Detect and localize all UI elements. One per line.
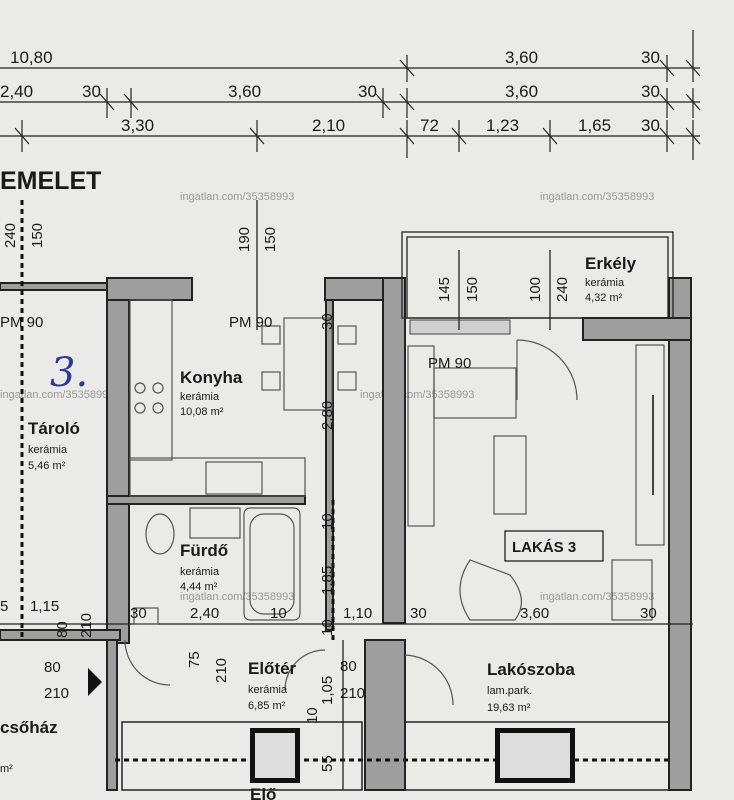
dim-vertical: 240 [2,223,19,248]
reference-lines [0,200,693,790]
dim-door: 75 [186,651,203,668]
dim-vertical: 1,05 [319,676,336,705]
dim-row2-b: 30 [82,82,101,101]
room-area-stairwell: m² [0,763,13,775]
dim-vertical: 2,80 [319,401,336,430]
dim-vertical: 30 [319,313,336,330]
unit-label: LAKÁS 3 [512,539,576,556]
room-material-kitchen: kerámia [180,391,220,403]
dim-row2-c: 3,60 [228,82,261,101]
handwritten-note: 3. [50,350,88,396]
watermark: ingatlan.com/35358993 [180,591,294,603]
dim-inner: 30 [410,605,427,622]
stair-shaft [121,721,670,791]
dim-row2-d: 30 [358,82,377,101]
room-name-kitchen: Konyha [180,368,243,387]
room-name-bathroom: Fürdő [180,541,228,560]
dim-row2-f: 30 [641,82,660,101]
room-name-storage: Tároló [28,419,80,438]
room-area-hallway: 6,85 m² [248,700,286,712]
dim-inner: 30 [640,605,657,622]
dim-vertical: 10 [319,619,336,636]
dim-vertical: 150 [262,227,279,252]
watermark: ingatlan.com/35358993 [540,191,654,203]
dim-row1-b: 30 [641,48,660,67]
dim-row3-e: 1,65 [578,116,611,135]
dim-vertical: 1,85 [319,566,336,595]
dim-row1-total: 10,80 [10,48,53,67]
dim-row2-e: 3,60 [505,82,538,101]
room-material-storage: kerámia [28,444,68,456]
dim-vertical: 10 [319,513,336,530]
dim-vertical: 55 [319,755,336,772]
watermark: ingatlan.com/35358993 [0,389,114,401]
unit-label-box [504,530,604,562]
dim-vertical: 145 [436,277,453,302]
room-area-bathroom: 4,44 m² [180,581,218,593]
balcony-door [409,319,511,335]
dim-row3-d: 1,23 [486,116,519,135]
dim-vertical: 10 [304,707,321,724]
dim-door: 210 [44,685,69,702]
room-material-living: lam.park. [487,685,532,697]
watermark: ingatlan.com/35358993 [180,191,294,203]
room-area-living: 19,63 m² [487,702,531,714]
dim-inner: 2,40 [190,605,219,622]
room-name-living: Lakószoba [487,660,575,679]
dim-inner: 3,60 [520,605,549,622]
room-area-kitchen: 10,08 m² [180,406,224,418]
dim-inner: 1,10 [343,605,372,622]
room-material-balcony: kerámia [585,277,625,289]
room-area-storage: 5,46 m² [28,460,66,472]
balcony-inner [406,236,669,319]
dim-vertical: 150 [29,223,46,248]
dim-vertical: 150 [464,277,481,302]
doors [88,639,454,706]
dimension-lines [0,30,701,160]
watermark: ingatlan.com/35358993 [360,389,474,401]
dim-row2-a: 2,40 [0,82,33,101]
pm-label: PM 90 [229,314,272,331]
floor-title: EMELET [0,167,101,195]
bathroom-furniture [133,507,301,625]
dim-inner: 30 [130,605,147,622]
dim-door: 210 [340,685,365,702]
room-name-hallway: Előtér [248,659,297,678]
room-material-hallway: kerámia [248,684,288,696]
dim-row3-f: 30 [641,116,660,135]
dim-inner: 5 [0,598,8,615]
dim-vertical: 100 [527,277,544,302]
dim-row3-a: 3,30 [121,116,154,135]
dim-inner: 80 [54,621,71,638]
dim-door: 80 [340,658,357,675]
room-name-balcony: Erkély [585,254,637,273]
watermark: ingatlan.com/35358993 [540,591,654,603]
dim-row3-b: 2,10 [312,116,345,135]
dim-inner: 1,15 [30,598,59,615]
dim-door: 80 [44,659,61,676]
dim-vertical: 240 [554,277,571,302]
dim-row1-a: 3,60 [505,48,538,67]
pm-label: PM 90 [428,355,471,372]
room-name-stairwell: csőház [0,718,58,737]
dim-vertical: 190 [236,227,253,252]
living-room-furniture [407,339,665,621]
dim-door: 210 [213,658,230,683]
room-material-bathroom: kerámia [180,566,220,578]
dim-inner: 10 [270,605,287,622]
dim-row3-c: 72 [420,116,439,135]
walls [0,277,692,791]
pm-label: PM 90 [0,314,43,331]
room-area-balcony: 4,32 m² [585,292,623,304]
kitchen-furniture [129,299,357,497]
room-name-bottom: Elő [250,785,276,800]
dim-inner: 210 [78,613,95,638]
